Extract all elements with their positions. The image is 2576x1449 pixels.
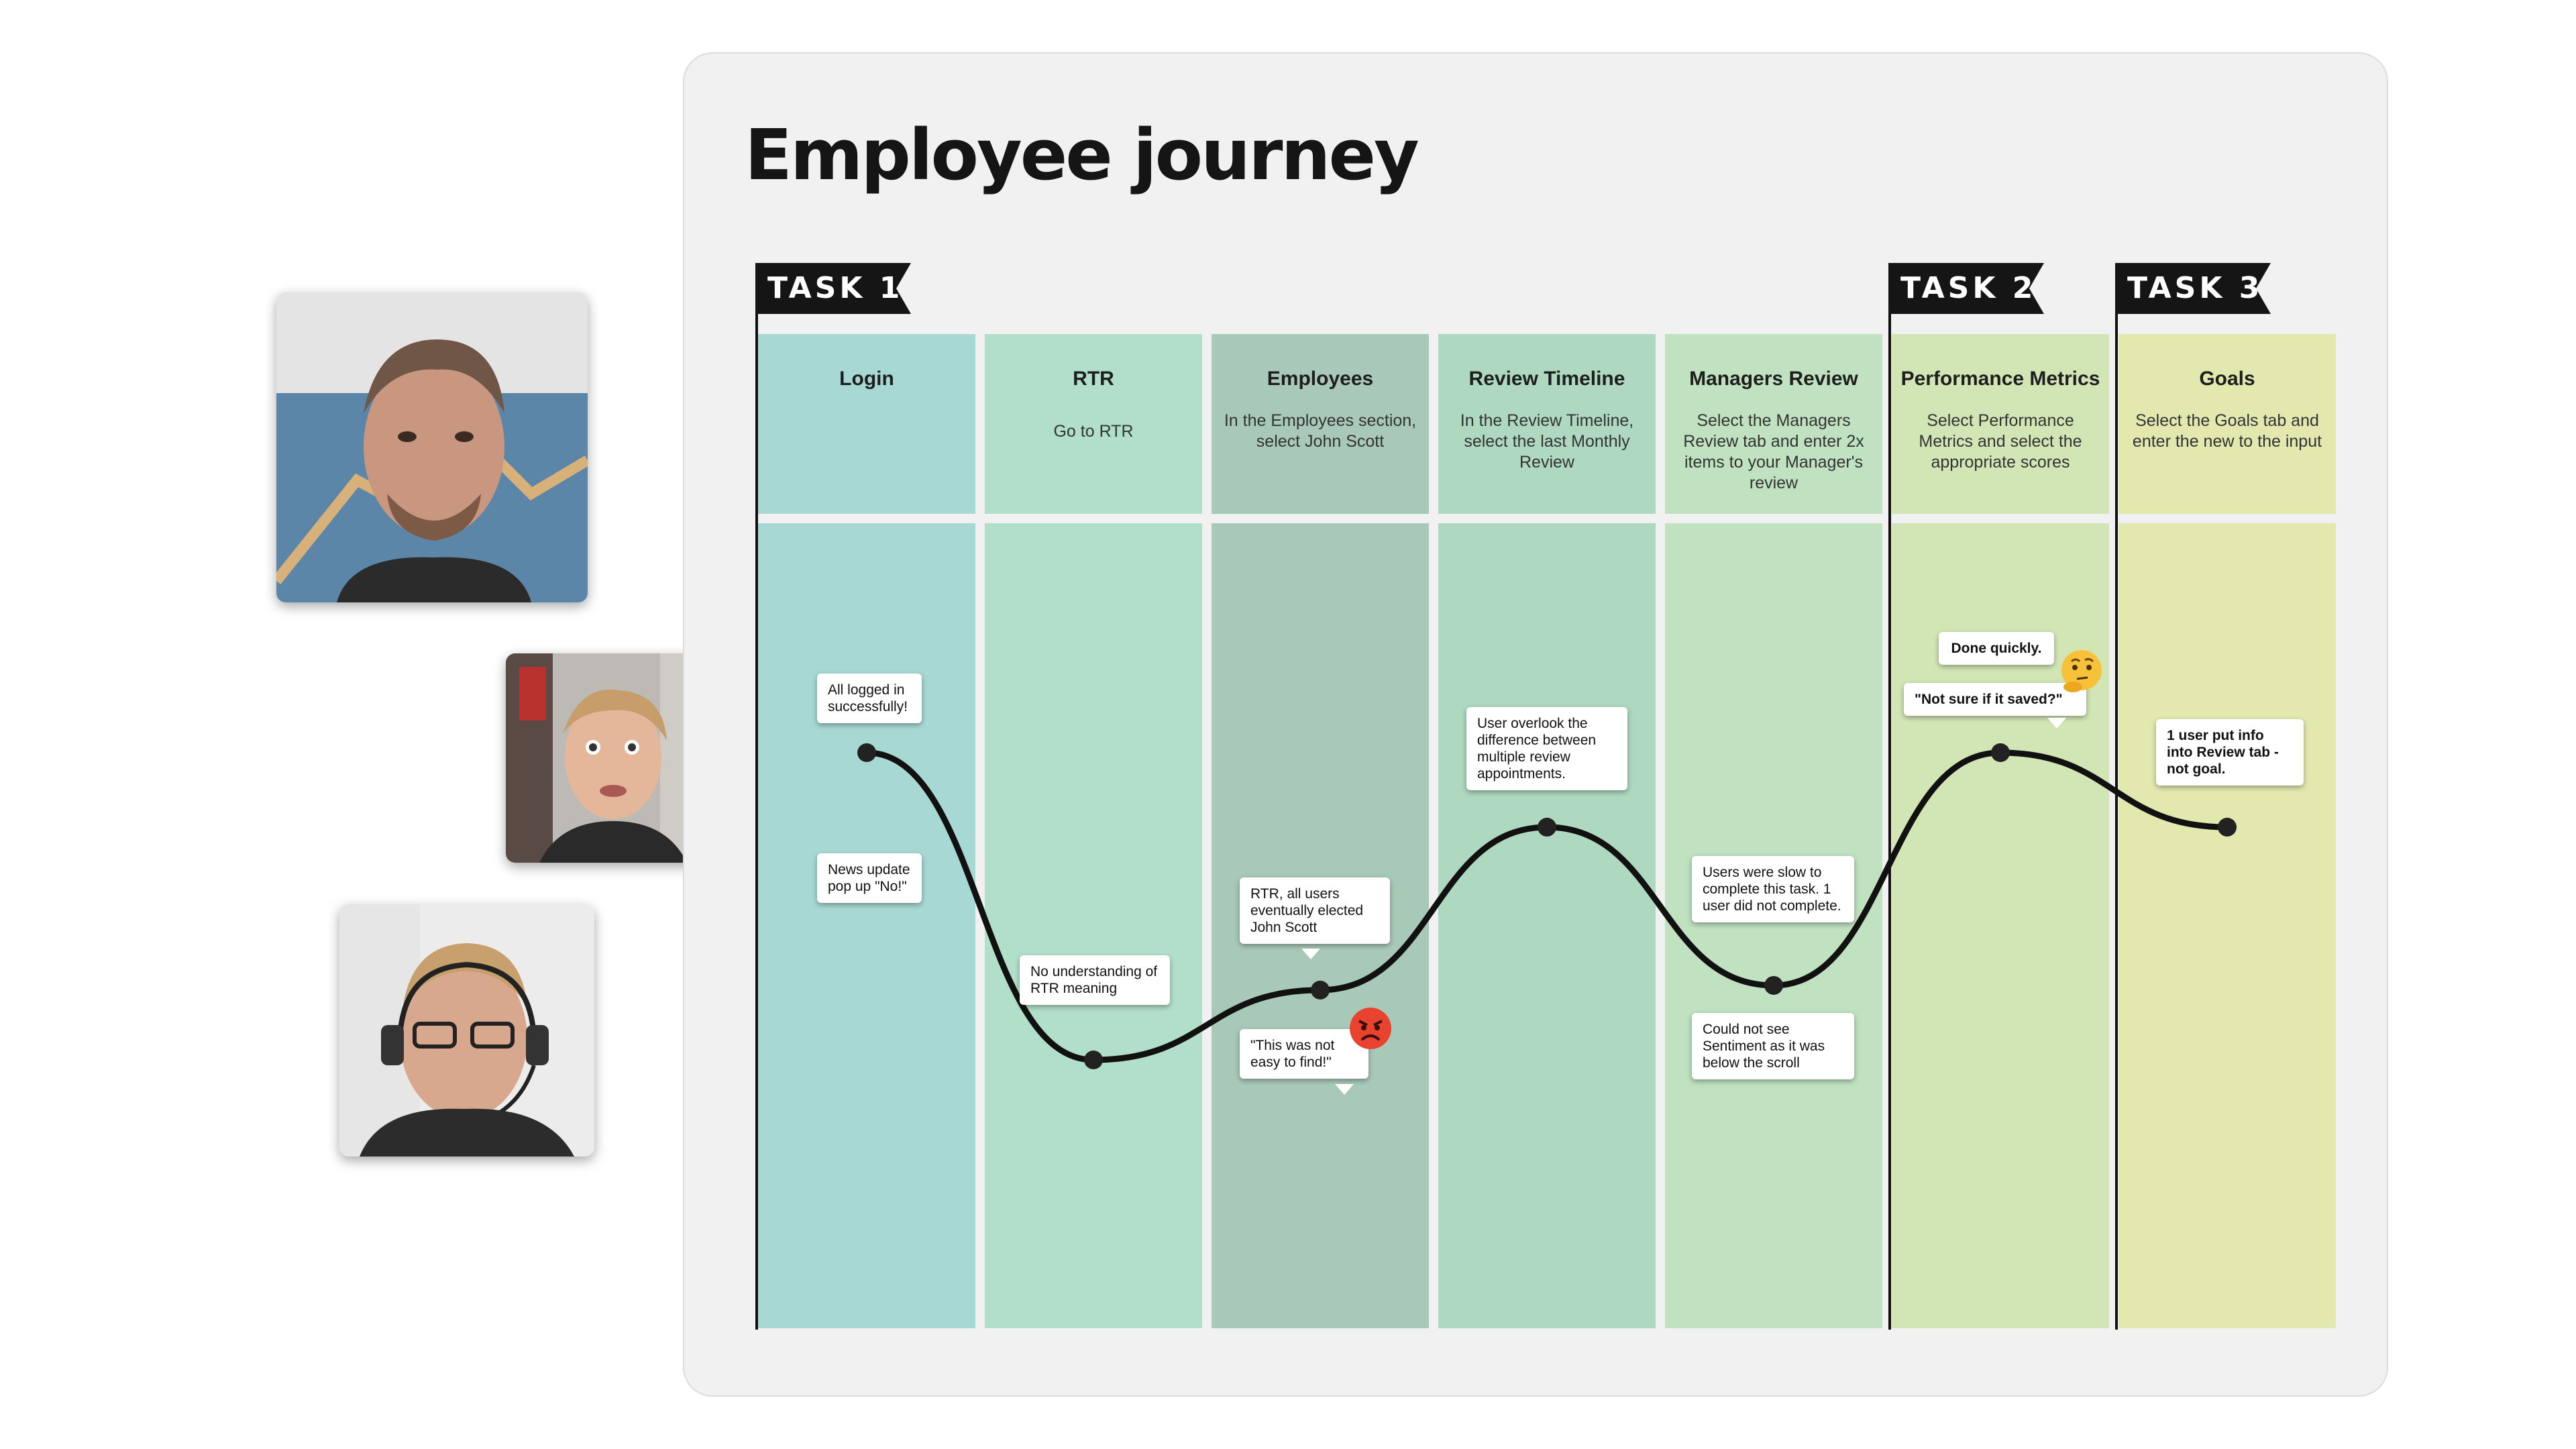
column-lane [758,523,975,1328]
column-title: Review Timeline [1468,368,1625,390]
thinking-face-icon [2058,648,2105,698]
participant-video-1 [276,292,588,602]
column-header-bg [1438,334,1656,514]
journey-line [866,749,2228,1063]
journey-point [1084,1051,1103,1069]
column-description: In the Review Timeline, select the last … [1460,411,1634,472]
column-header-bg [1892,334,2109,514]
column-lane [1438,523,1656,1328]
task-3-flag: TASK 3 [2115,263,2271,314]
journey-point [1991,743,2010,762]
column-title: Performance Metrics [1900,368,2100,390]
column-header-bg [758,334,975,514]
column-lane [1665,523,1882,1328]
column-title: Login [839,368,894,390]
column-description: Select the Goals tab and enter the new t… [2132,411,2322,451]
task-2-flag: TASK 2 [1888,263,2044,314]
note-managers-scroll: Could not see Sentiment as it was below … [1692,1013,1854,1079]
note-employees-elected: RTR, all users eventually elected John S… [1240,877,1390,944]
task-3-line [2115,263,2118,1330]
note-performance-saved: "Not sure if it saved?" [1904,683,2086,716]
note-goals-info: 1 user put info into Review tab - not go… [2156,719,2304,786]
journey-point [1538,818,1556,837]
column-header-bg [985,334,1202,514]
column-title: Employees [1267,368,1374,390]
task-2-label: TASK 2 [1900,271,2037,305]
column-header-bg [1212,334,1429,514]
participant-video-3 [339,904,594,1157]
note-managers-slow: Users were slow to complete this task. 1… [1692,856,1854,922]
column-lane [985,523,1202,1328]
column-description: Select Performance Metrics and select th… [1919,411,2082,472]
column-lane [2118,523,2336,1328]
page-title: Employee journey [745,114,1419,196]
column-description: Select the Managers Review tab and enter… [1683,411,1864,492]
journey-point [1311,980,1330,1000]
journey-point [1764,975,1783,995]
task-1-label: TASK 1 [767,271,904,305]
column-header-bg [2118,334,2336,514]
note-login-success: All logged in successfully! [817,674,922,723]
task-2-line [1888,263,1891,1330]
column-description: In the Employees section, select John Sc… [1224,411,1417,451]
note-employees-find: "This was not easy to find!" [1240,1029,1368,1079]
note-tail [1335,1084,1354,1095]
column-header-bg [1665,334,1882,514]
column-title: Goals [2199,368,2255,390]
angry-face-icon [1348,1006,1393,1053]
note-tail [2047,718,2066,729]
task-1-flag: TASK 1 [755,263,911,314]
column-title: RTR [1073,368,1114,390]
note-timeline-overlook: User overlook the difference between mul… [1466,707,1627,790]
note-rtr-meaning: No understanding of RTR meaning [1020,955,1170,1005]
task-1-line [755,263,758,1330]
note-login-popup: News update pop up "No!" [817,853,922,903]
task-3-label: TASK 3 [2127,271,2263,305]
journey-point [857,743,876,762]
note-performance-quick: Done quickly. [1939,632,2054,665]
column-title: Managers Review [1689,368,1858,390]
note-tail [1301,949,1320,959]
column-description: Go to RTR [1053,422,1134,441]
journey-point [2218,818,2237,837]
